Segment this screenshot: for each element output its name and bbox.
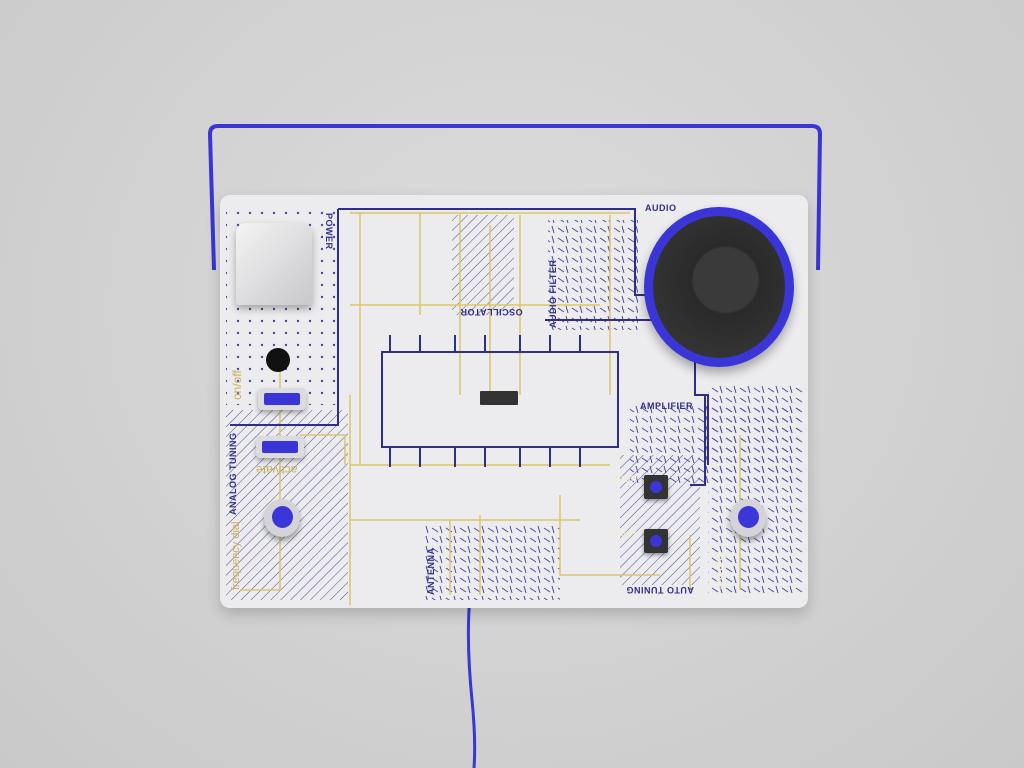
label-antenna: ANTENNA — [426, 547, 436, 596]
label-on-off: on/off — [230, 370, 244, 400]
label-power: POWER — [324, 213, 334, 250]
reset-button[interactable] — [644, 529, 668, 553]
label-audio-filter: AUDIO FILTER — [548, 259, 558, 328]
label-activate: activate — [256, 463, 298, 477]
label-volume: volume — [712, 551, 726, 590]
coin-battery-holder — [236, 223, 312, 305]
on-off-switch[interactable] — [258, 388, 306, 410]
label-auto-tuning: AUTO TUNING — [626, 585, 694, 595]
label-scan: scan — [612, 471, 638, 485]
label-analog-tuning: ANALOG TUNING — [228, 432, 238, 516]
label-reset: reset — [610, 525, 637, 539]
label-frequency-dial: frequency dial — [230, 521, 242, 591]
label-amplifier: AMPLIFIER — [640, 401, 693, 411]
label-audio: AUDIO — [645, 203, 677, 213]
speaker-grille — [653, 216, 785, 358]
label-oscillator: OSCILLATOR — [460, 307, 523, 317]
activate-switch[interactable] — [256, 436, 304, 458]
speaker — [644, 207, 794, 367]
scan-button[interactable] — [644, 475, 668, 499]
radio-circuit-board: POWER on/off ANALOG TUNING activate freq… — [220, 195, 808, 608]
circuit-traces — [226, 205, 803, 605]
frequency-dial-knob[interactable] — [264, 499, 300, 537]
volume-knob[interactable] — [730, 499, 766, 537]
